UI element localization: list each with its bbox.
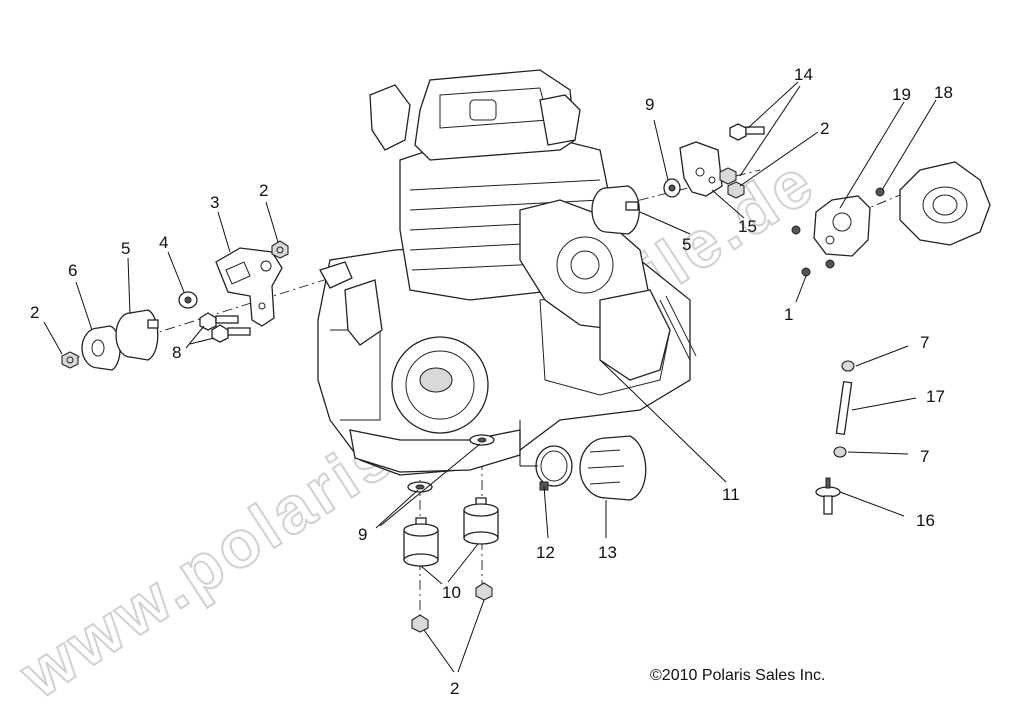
rubber-mount-part <box>115 309 159 361</box>
cap-part <box>833 446 847 458</box>
left-mount-group <box>61 240 289 371</box>
mounting-plate-group <box>791 161 991 277</box>
callout-5-left-mount: 5 <box>121 239 130 258</box>
copyright-notice: ©2010 Polaris Sales Inc. <box>650 667 825 684</box>
cap-part <box>841 360 855 372</box>
callout-4-washer: 4 <box>159 233 168 252</box>
callout-5-right-mount: 5 <box>682 235 691 254</box>
tube-part <box>835 380 853 436</box>
callout-8-bolts: 8 <box>172 343 181 362</box>
nut-part <box>61 351 79 369</box>
callout-15-right-bracket: 15 <box>738 217 757 236</box>
callout-7-top-cap: 7 <box>920 333 929 352</box>
valve-part <box>815 477 841 515</box>
callout-2-front-nut: 2 <box>30 303 39 322</box>
bolt-part <box>211 324 251 343</box>
washer-part <box>663 178 681 198</box>
callout-2-bottom-nuts: 2 <box>450 679 459 698</box>
callout-12-clamp: 12 <box>536 543 555 562</box>
callout-13-boot: 13 <box>598 543 617 562</box>
callout-14-bolts: 14 <box>794 65 813 84</box>
callout-9-top-washer: 9 <box>645 95 654 114</box>
callout-7-bottom-cap: 7 <box>920 447 929 466</box>
screw-part <box>791 187 885 277</box>
callout-10-mounts: 10 <box>442 583 461 602</box>
spacer-part <box>81 325 121 371</box>
callout-3-bracket: 3 <box>210 193 219 212</box>
callout-6-spacer: 6 <box>68 261 77 280</box>
intake-boot-group <box>535 435 647 501</box>
callout-16-valve: 16 <box>916 511 935 530</box>
callout-19-plate: 19 <box>892 85 911 104</box>
right-mount-group <box>591 123 765 235</box>
rubber-mount-part <box>591 185 640 235</box>
bottom-mounts-group <box>403 434 499 633</box>
callout-labels: 2 6 5 4 3 2 8 9 14 2 15 5 19 18 1 7 17 7… <box>30 65 953 698</box>
callout-11-assembly: 11 <box>722 485 740 504</box>
washer-part <box>407 434 495 493</box>
nut-part <box>271 240 289 259</box>
callout-2-bracket-nut: 2 <box>259 181 268 200</box>
bolt-part <box>199 312 239 331</box>
callout-18-screw: 18 <box>934 83 953 102</box>
washer-part <box>178 291 198 309</box>
bolt-part <box>729 123 765 141</box>
rubber-mount-part <box>403 497 499 567</box>
callout-1-screws: 1 <box>784 305 793 324</box>
clamp-part <box>535 445 573 491</box>
nut-part <box>411 582 493 633</box>
callout-17-tube: 17 <box>926 387 945 406</box>
engine-illustration <box>317 69 697 476</box>
callout-2-top-right-nut: 2 <box>820 119 829 138</box>
engine-bracket-part <box>215 247 283 327</box>
callout-9-bottom-washers: 9 <box>358 525 367 544</box>
leader-lines <box>43 81 937 673</box>
vent-parts-group <box>815 360 855 515</box>
engine-bracket-part <box>679 141 723 197</box>
boot-part <box>579 435 647 501</box>
